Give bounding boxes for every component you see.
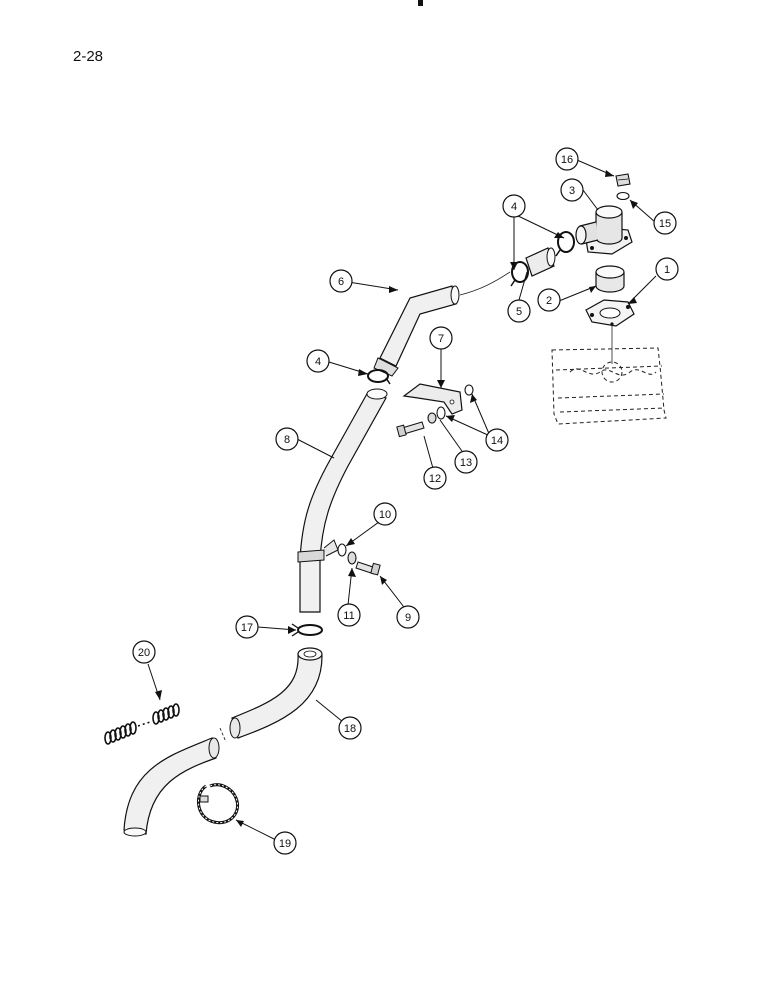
engine-block xyxy=(551,347,667,425)
svg-text:8: 8 xyxy=(284,434,290,446)
hose-part-5 xyxy=(525,247,556,277)
svg-text:18: 18 xyxy=(344,723,356,735)
callout-7: 7 xyxy=(429,326,453,350)
svg-text:15: 15 xyxy=(659,218,671,230)
callout-15: 15 xyxy=(653,211,677,235)
outlet-housing-part-3 xyxy=(575,205,633,255)
spring-part-20 xyxy=(104,703,180,745)
svg-text:13: 13 xyxy=(460,457,472,469)
callout-20: 20 xyxy=(132,640,156,664)
svg-text:12: 12 xyxy=(429,473,441,485)
svg-text:3: 3 xyxy=(569,185,575,197)
svg-text:19: 19 xyxy=(279,838,291,850)
svg-text:16: 16 xyxy=(561,154,573,166)
callout-19: 19 xyxy=(273,831,297,855)
svg-text:17: 17 xyxy=(241,622,253,634)
svg-text:1: 1 xyxy=(664,264,670,276)
svg-text:20: 20 xyxy=(138,647,150,659)
callout-9: 9 xyxy=(396,605,420,629)
svg-text:4: 4 xyxy=(511,201,517,213)
clamp-part-17 xyxy=(291,623,323,637)
svg-text:5: 5 xyxy=(516,306,522,318)
svg-text:4: 4 xyxy=(315,356,321,368)
callout-6: 6 xyxy=(329,269,353,293)
tube-part-6 xyxy=(373,285,460,377)
callout-1: 1 xyxy=(655,257,679,281)
clamp-upper-right xyxy=(555,231,575,257)
guide-line-hose xyxy=(459,271,511,296)
svg-text:2: 2 xyxy=(546,295,552,307)
callout-2: 2 xyxy=(537,288,561,312)
callout-4-middle: 4 xyxy=(306,349,330,373)
callout-12: 12 xyxy=(423,466,447,490)
svg-text:6: 6 xyxy=(338,276,344,288)
clamp-middle xyxy=(367,369,391,385)
svg-text:14: 14 xyxy=(491,435,503,447)
bracket-part-7 xyxy=(402,383,463,415)
washer-part-10 xyxy=(337,543,347,557)
bolt-part-12 xyxy=(396,421,425,438)
callout-11: 11 xyxy=(337,603,361,627)
callout-18: 18 xyxy=(338,716,362,740)
svg-text:11: 11 xyxy=(343,610,354,622)
callout-14: 14 xyxy=(485,428,509,452)
callout-13: 13 xyxy=(454,450,478,474)
tube-part-8 xyxy=(297,388,388,613)
thermostat-part-2 xyxy=(595,265,625,293)
callout-16: 16 xyxy=(555,147,579,171)
plug-part-16 xyxy=(615,173,631,187)
washer-part-15 xyxy=(616,191,630,201)
hose-part-18 xyxy=(123,647,323,837)
callout-5: 5 xyxy=(507,299,531,323)
clamp-upper-left xyxy=(510,261,529,287)
callout-4-upper: 4 xyxy=(502,194,526,218)
page-number: 2-28 xyxy=(73,48,104,65)
svg-text:10: 10 xyxy=(379,509,391,521)
gasket-part-1 xyxy=(585,299,635,327)
page-top-mark xyxy=(418,0,423,6)
callout-17: 17 xyxy=(235,615,259,639)
leader-arrowheads xyxy=(155,170,638,827)
washer-part-14 xyxy=(464,384,474,396)
callout-3: 3 xyxy=(560,178,584,202)
washer-part-13 xyxy=(427,406,446,424)
bolt-part-9 xyxy=(355,561,381,576)
svg-text:7: 7 xyxy=(438,333,444,345)
callout-8: 8 xyxy=(275,427,299,451)
callout-10: 10 xyxy=(373,502,397,526)
nut-part-11 xyxy=(347,551,357,565)
svg-text:9: 9 xyxy=(405,612,411,624)
band-clamp-part-19 xyxy=(197,783,239,825)
